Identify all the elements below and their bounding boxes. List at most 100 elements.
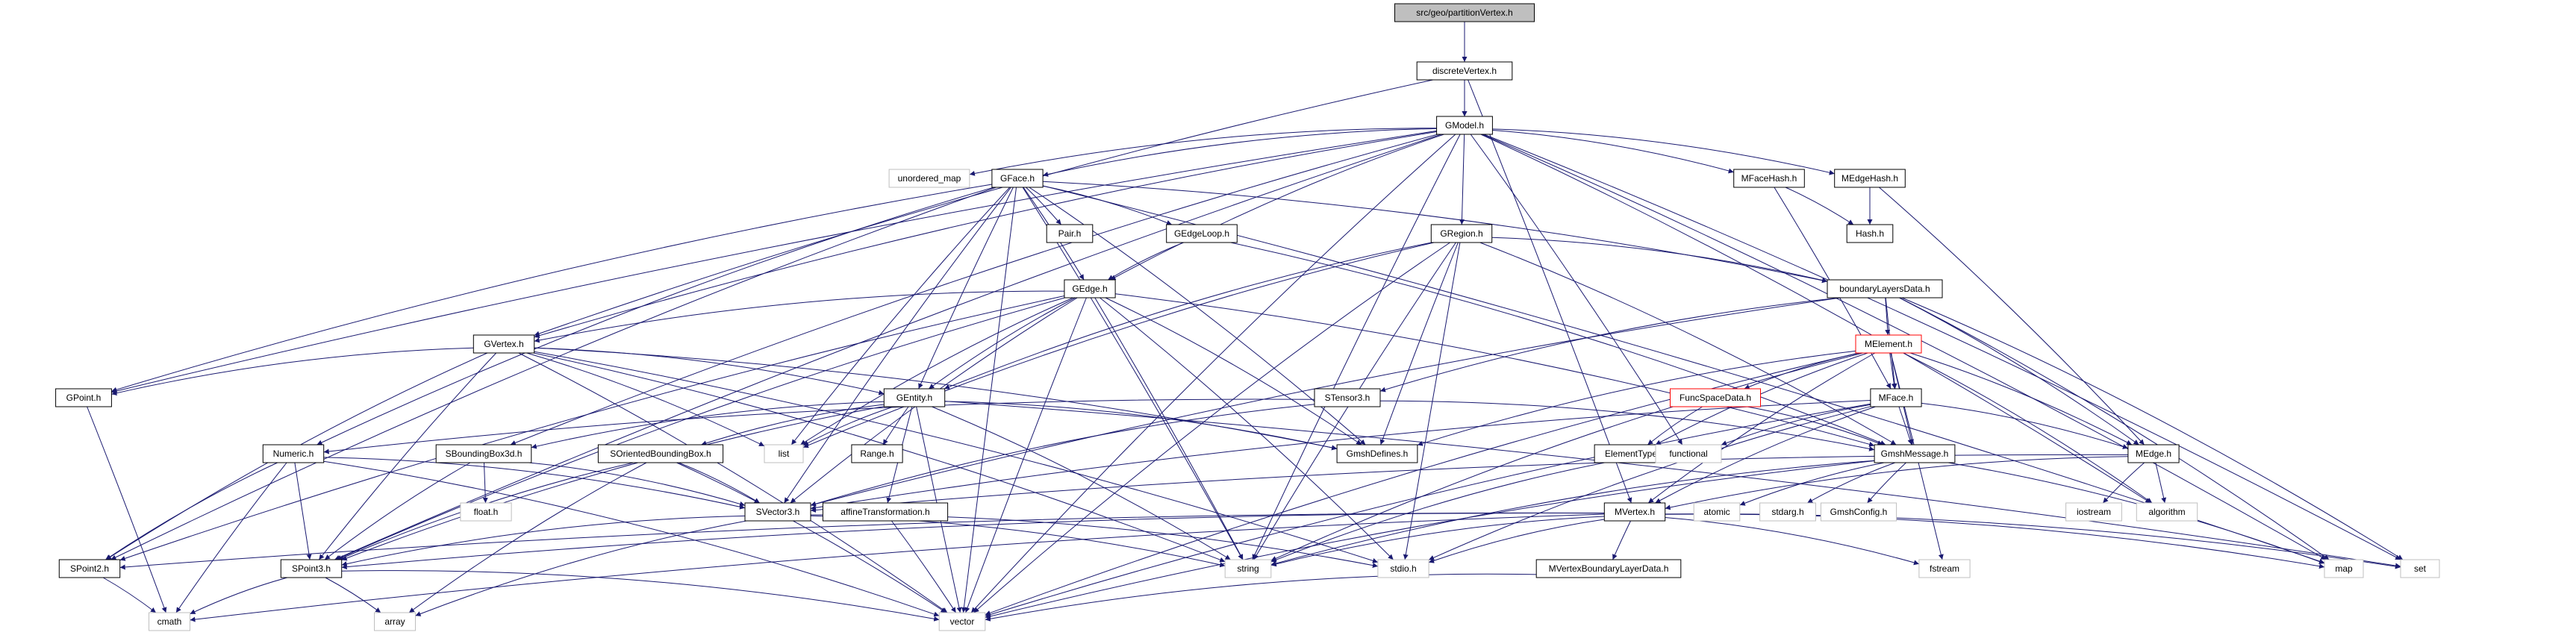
node-medge[interactable]: MEdge.h xyxy=(2127,444,2180,463)
node-label: GRegion.h xyxy=(1440,228,1482,239)
node-box xyxy=(1416,61,1513,81)
node-box xyxy=(1834,169,1906,188)
edge-mvertexboundarylayerdata-to-vector xyxy=(985,573,1537,622)
node-gpoint[interactable]: GPoint.h xyxy=(55,388,112,407)
node-spoint3[interactable]: SPoint3.h xyxy=(280,559,343,578)
node-numeric[interactable]: Numeric.h xyxy=(262,444,325,463)
edge-gmodel-to-gpoint xyxy=(111,130,1437,394)
node-melement[interactable]: MElement.h xyxy=(1855,334,1922,354)
node-mface[interactable]: MFace.h xyxy=(1870,388,1922,407)
node-label: stdio.h xyxy=(1390,563,1416,574)
node-stdio: stdio.h xyxy=(1377,559,1429,578)
node-label: MElement.h xyxy=(1865,339,1912,349)
edge-gface-to-vector xyxy=(961,187,1017,613)
node-gedge[interactable]: GEdge.h xyxy=(1064,279,1116,298)
node-label: GEdgeLoop.h xyxy=(1174,228,1229,239)
node-affinetransformation[interactable]: affineTransformation.h xyxy=(822,502,949,522)
node-gedgeloop[interactable]: GEdgeLoop.h xyxy=(1166,224,1238,243)
node-gentity[interactable]: GEntity.h xyxy=(883,388,946,407)
node-box xyxy=(1693,502,1741,522)
edge-discretevertex-to-gvertex xyxy=(534,79,1433,337)
node-gvertex[interactable]: GVertex.h xyxy=(473,334,535,354)
node-stensor3[interactable]: STensor3.h xyxy=(1314,388,1381,407)
edge-sboundingbox3d-to-float xyxy=(482,462,488,504)
node-box xyxy=(1314,388,1381,407)
node-map: map xyxy=(2324,559,2364,578)
node-box xyxy=(744,502,811,522)
node-boundarylayersdata[interactable]: boundaryLayersData.h xyxy=(1827,279,1943,298)
node-mvertex[interactable]: MVertex.h xyxy=(1603,502,1666,522)
edge-gmodel-to-medgehash xyxy=(1492,128,1835,175)
node-discretevertex[interactable]: discreteVertex.h xyxy=(1416,61,1513,81)
node-gmshdefines[interactable]: GmshDefines.h xyxy=(1336,444,1418,463)
node-label: float.h xyxy=(474,507,499,517)
edge-spoint3-to-cmath xyxy=(190,577,288,615)
node-label: MVertexBoundaryLayerData.h xyxy=(1549,563,1669,574)
edge-gentity-to-sorientedboundingbox xyxy=(701,404,885,446)
edge-melement-to-string xyxy=(1270,352,1863,561)
node-label: Range.h xyxy=(860,448,894,459)
node-label: string xyxy=(1237,563,1259,574)
node-label: GFace.h xyxy=(1000,173,1035,184)
edge-melement-to-algorithm xyxy=(1903,352,2153,504)
node-string: string xyxy=(1224,559,1272,578)
node-box xyxy=(597,444,724,463)
edge-gedge-to-gmshdefines xyxy=(1105,297,1362,445)
node-box xyxy=(1855,334,1922,354)
edge-mface-to-mvertex xyxy=(1655,406,1876,504)
edge-medgehash-to-medge xyxy=(1879,187,2145,445)
node-list: list xyxy=(764,444,804,463)
edge-gface-to-gpoint xyxy=(111,184,992,393)
edge-spoint2-to-cmath xyxy=(102,577,157,613)
node-box xyxy=(58,559,121,578)
edge-gentity-to-string xyxy=(932,406,1231,560)
node-funcspacedata[interactable]: FuncSpaceData.h xyxy=(1670,388,1761,407)
node-gmodel[interactable]: GModel.h xyxy=(1436,116,1493,135)
edge-gregion-to-gentity xyxy=(944,242,1432,390)
node-medgehash[interactable]: MEdgeHash.h xyxy=(1834,169,1906,188)
node-cmath: cmath xyxy=(149,612,190,631)
edge-gedgeloop-to-gedge xyxy=(1108,242,1184,281)
edge-gmodel-to-gface xyxy=(1042,128,1437,177)
node-mvertexboundarylayerdata[interactable]: MVertexBoundaryLayerData.h xyxy=(1535,559,1682,578)
dependency-edges xyxy=(87,22,2404,622)
node-label: stdarg.h xyxy=(1771,507,1803,517)
edge-spoint3-to-array xyxy=(325,577,381,613)
node-box xyxy=(1394,3,1535,22)
node-label: GVertex.h xyxy=(484,339,523,349)
edge-medge-to-svector3 xyxy=(810,454,2128,513)
node-root[interactable]: src/geo/partitionVertex.h xyxy=(1394,3,1535,22)
node-box xyxy=(1655,444,1722,463)
edge-gmodel-to-vector xyxy=(970,134,1456,613)
node-pair[interactable]: Pair.h xyxy=(1046,224,1094,243)
edge-gface-to-boundarylayersdata xyxy=(1043,181,1828,284)
edge-stensor3-to-gmshmessage xyxy=(1379,400,1875,451)
node-svector3[interactable]: SVector3.h xyxy=(744,502,811,522)
edge-discretevertex-to-mvertex xyxy=(1468,79,1632,504)
node-gface[interactable]: GFace.h xyxy=(991,169,1044,188)
node-atomic: atomic xyxy=(1693,502,1741,522)
edge-affinetransformation-to-vector xyxy=(891,520,957,613)
node-label: map xyxy=(2335,563,2353,574)
node-mfacehash[interactable]: MFaceHash.h xyxy=(1733,169,1805,188)
node-box xyxy=(938,612,986,631)
node-sboundingbox3d[interactable]: SBoundingBox3d.h xyxy=(435,444,532,463)
edge-gedge-to-stdio xyxy=(1100,297,1394,560)
edge-mvertex-to-spoint3 xyxy=(341,513,1605,570)
node-box xyxy=(1918,559,1971,578)
node-sorientedboundingbox[interactable]: SOrientedBoundingBox.h xyxy=(597,444,724,463)
node-spoint2[interactable]: SPoint2.h xyxy=(58,559,121,578)
edge-gmodel-to-gregion xyxy=(1459,134,1465,225)
node-box xyxy=(991,169,1044,188)
node-gregion[interactable]: GRegion.h xyxy=(1430,224,1493,243)
edge-boundarylayersdata-to-stensor3 xyxy=(1379,297,1841,393)
node-label: FuncSpaceData.h xyxy=(1680,393,1751,403)
node-box xyxy=(55,388,112,407)
node-gmshmessage[interactable]: GmshMessage.h xyxy=(1874,444,1956,463)
node-unordered-map: unordered_map xyxy=(888,169,970,188)
edge-gface-to-gedgeloop xyxy=(1043,185,1173,225)
node-label: cmath xyxy=(158,616,182,627)
node-hash[interactable]: Hash.h xyxy=(1846,224,1894,243)
node-range[interactable]: Range.h xyxy=(851,444,903,463)
